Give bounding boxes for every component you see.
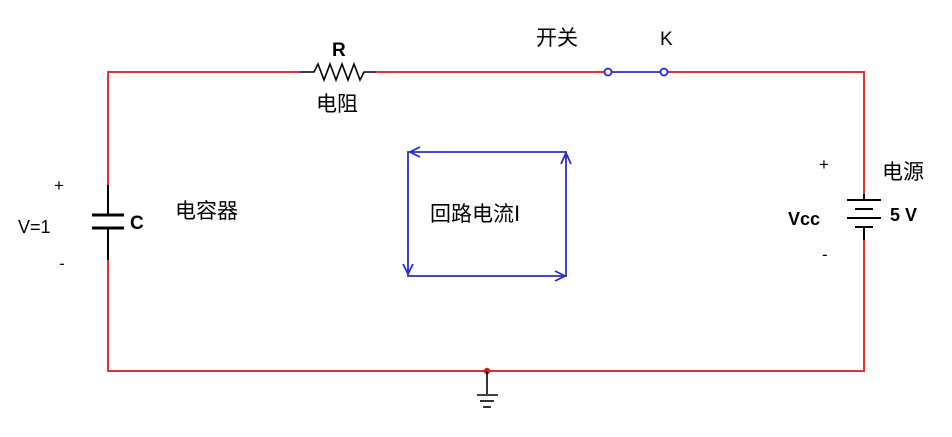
ground-icon (477, 371, 498, 408)
resistor-ref: R (332, 40, 346, 61)
source-minus: - (822, 245, 828, 264)
wire-top-left (107, 71, 300, 185)
battery-symbol (847, 194, 881, 240)
capacitor-label: 电容器 (175, 199, 238, 223)
switch-symbol (603, 67, 669, 77)
source-label: 电源 (882, 160, 924, 184)
loop-current-arrows (402, 146, 572, 282)
loop-current-label: 回路电流I (430, 202, 521, 226)
capacitor-plus: + (54, 176, 64, 195)
capacitor-ref: C (130, 213, 144, 234)
capacitor-symbol (92, 185, 124, 260)
source-plus: + (819, 155, 829, 174)
wire-bottom-right (107, 240, 865, 372)
source-value: 5 V (890, 205, 918, 225)
switch-label: 开关 (536, 26, 578, 50)
capacitor-minus: - (59, 254, 65, 273)
resistor-symbol (300, 61, 376, 83)
wire-top-right (668, 71, 865, 194)
source-ref: Vcc (788, 209, 821, 229)
resistor-label: 电阻 (316, 92, 358, 116)
switch-ref: K (660, 29, 673, 50)
capacitor-voltage: V=1 (18, 217, 51, 237)
